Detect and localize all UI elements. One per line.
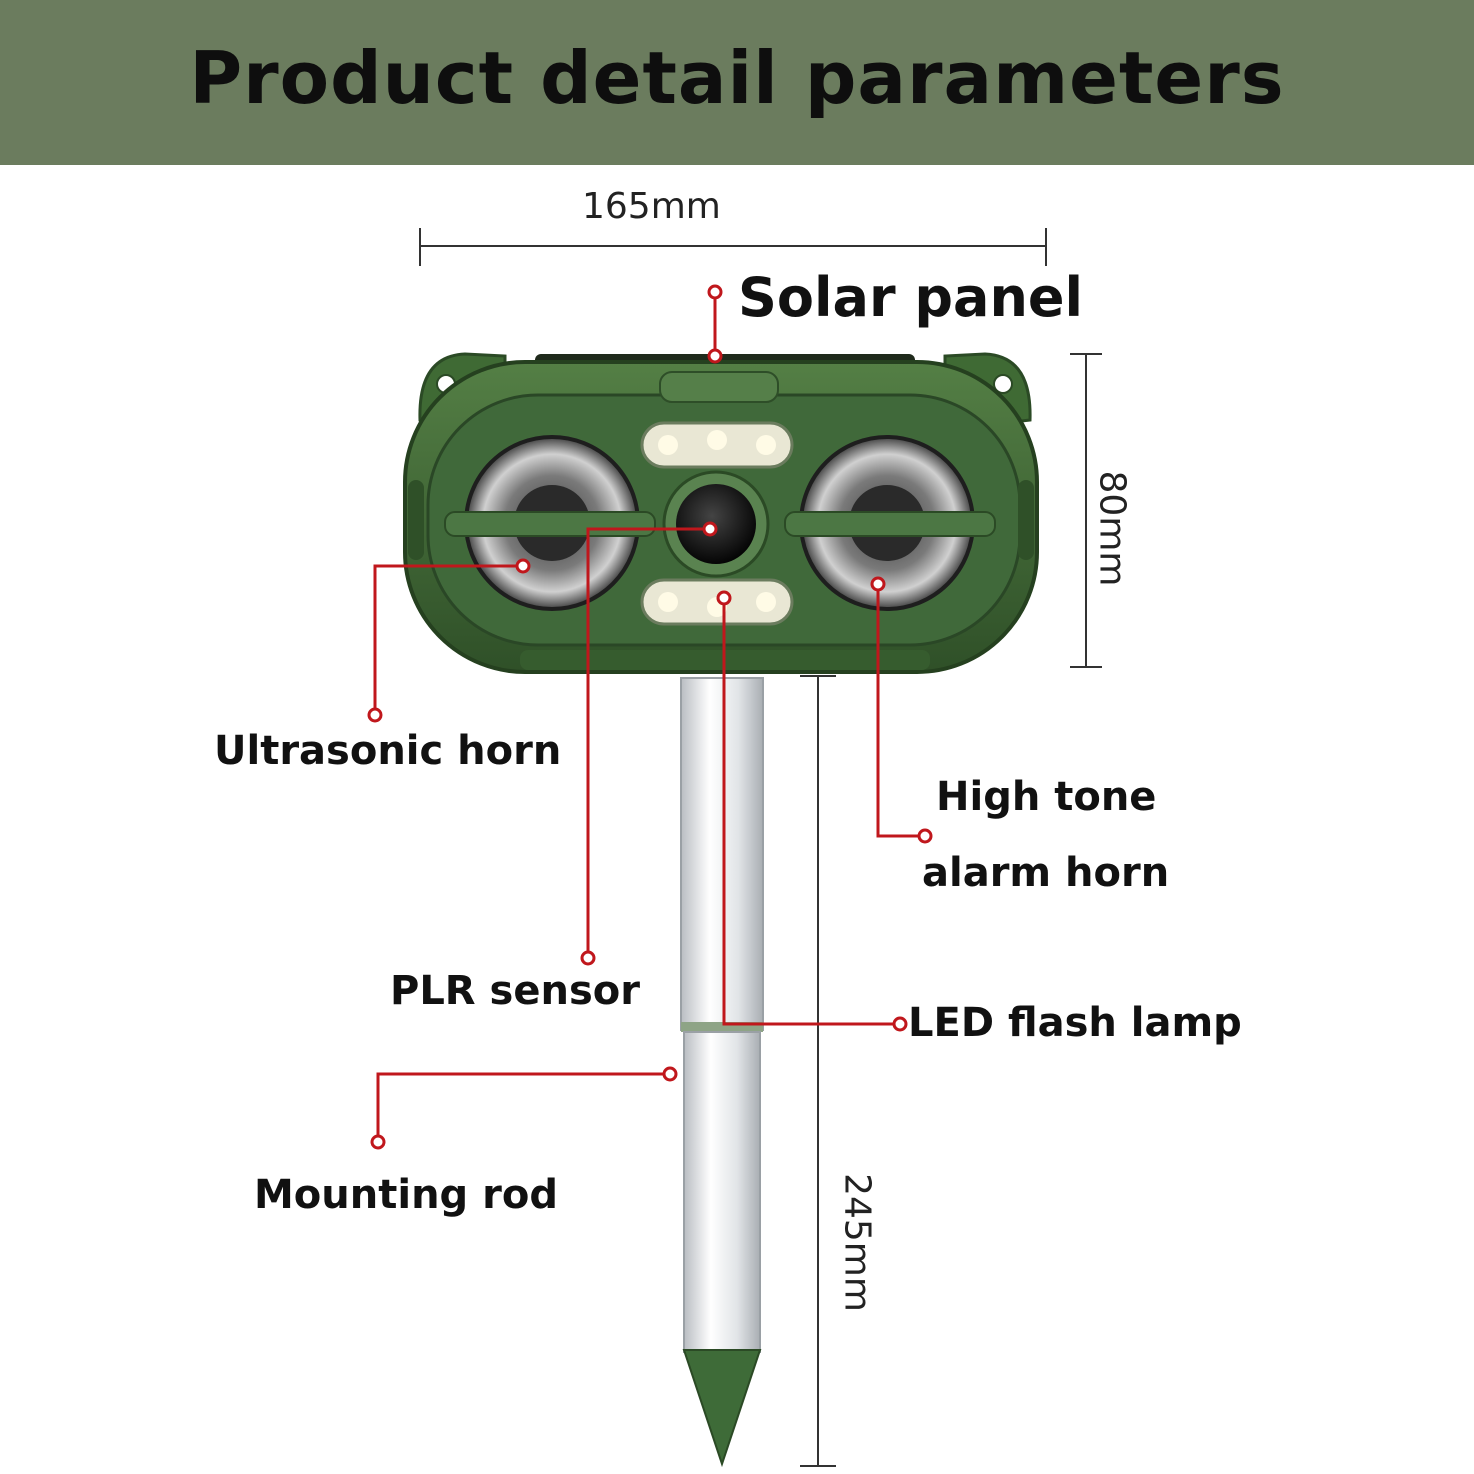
rod-dimension-line <box>800 675 836 1467</box>
high-tone-label-line2: alarm horn <box>922 850 1170 896</box>
high-tone-end-dot <box>917 828 933 844</box>
solar-panel-dot <box>707 348 723 364</box>
ultrasonic-horn-dot <box>515 558 531 574</box>
width-dimension-label: 165mm <box>582 186 721 227</box>
led-flash-lamp-label: LED flash lamp <box>908 1000 1242 1046</box>
mounting-rod-end-dot <box>370 1134 386 1150</box>
led-flash-end-dot <box>892 1016 908 1032</box>
plr-sensor-dot <box>702 521 718 537</box>
width-dimension-line <box>419 228 1047 266</box>
page-title: Product detail parameters <box>189 36 1285 120</box>
solar-panel-label: Solar panel <box>738 266 1084 329</box>
header-banner: Product detail parameters <box>0 0 1474 165</box>
high-tone-label-line1: High tone <box>936 774 1157 820</box>
height-dimension-label: 80mm <box>1091 470 1133 587</box>
mounting-rod-shape <box>680 677 764 1468</box>
high-tone-leader <box>876 584 925 838</box>
ultrasonic-horn-end-dot <box>367 707 383 723</box>
plr-sensor-label: PLR sensor <box>390 968 640 1014</box>
ultrasonic-horn-label: Ultrasonic horn <box>214 728 562 774</box>
mounting-rod-dot <box>662 1066 678 1082</box>
mounting-rod-label: Mounting rod <box>254 1172 558 1218</box>
height-dimension-line <box>1070 353 1102 668</box>
mounting-rod-leader <box>376 1072 670 1142</box>
rod-length-label: 245mm <box>836 1173 878 1312</box>
high-tone-dot <box>870 576 886 592</box>
led-flash-dot <box>716 590 732 606</box>
plr-sensor-leader <box>586 527 710 958</box>
led-flash-leader <box>722 598 900 1026</box>
callout-dots <box>367 284 933 1150</box>
callout-lines <box>373 292 925 1142</box>
solar-panel-dot-top <box>707 284 723 300</box>
ultrasonic-horn-leader <box>373 564 523 714</box>
device-body <box>403 352 1039 674</box>
plr-sensor-end-dot <box>580 950 596 966</box>
